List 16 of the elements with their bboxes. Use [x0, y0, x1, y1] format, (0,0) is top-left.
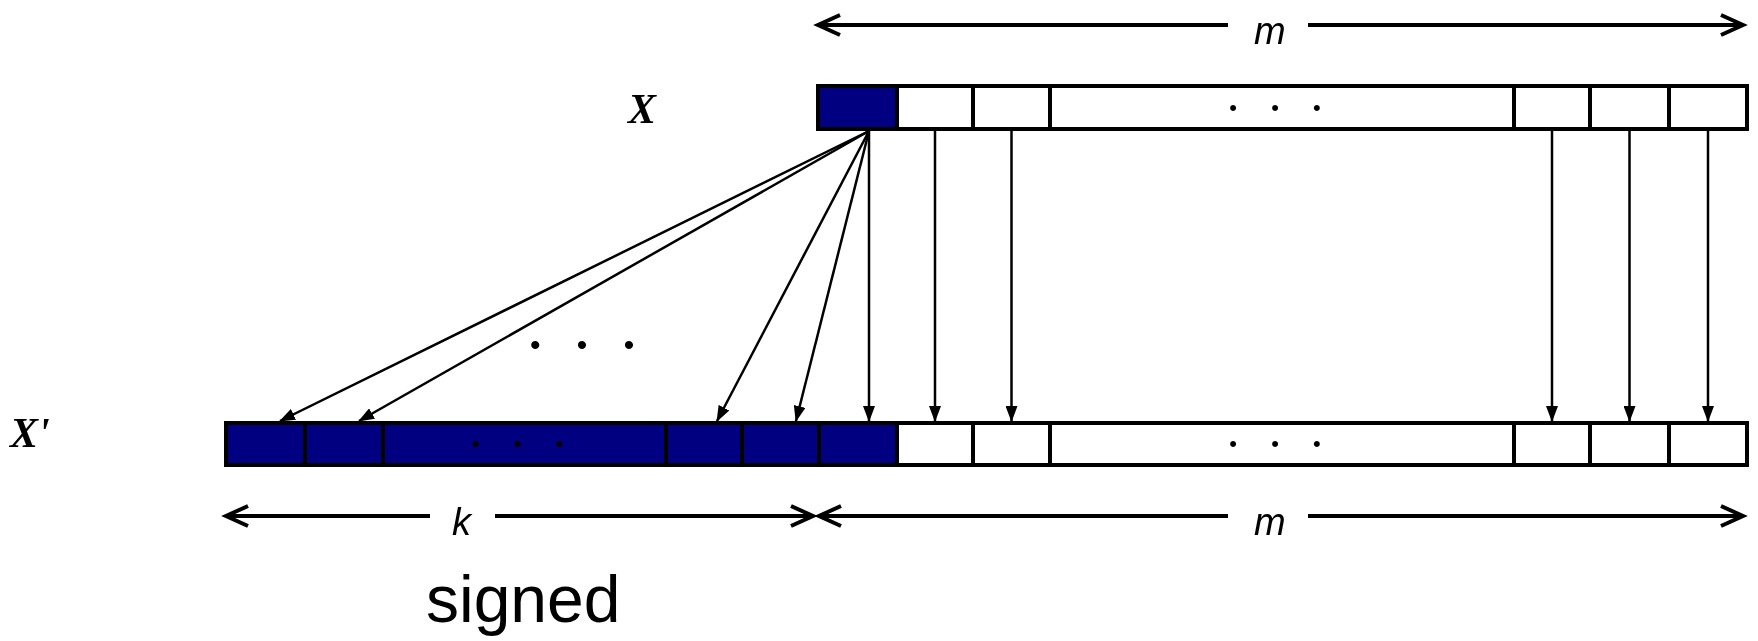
dimension-label: m — [1254, 12, 1286, 50]
dimension-label: k — [452, 503, 471, 541]
arrow — [1702, 131, 1714, 422]
ellipsis-dots: • • • — [1229, 94, 1335, 121]
dimension-label: m — [1254, 503, 1286, 541]
arrow — [715, 130, 871, 422]
arrow — [1546, 131, 1558, 422]
array-name: X' — [10, 412, 50, 454]
ellipsis-dots: • • • — [1229, 431, 1335, 457]
array-name: X — [628, 88, 656, 130]
ellipsis-dots: • • • — [530, 330, 649, 360]
arrow — [1005, 131, 1018, 422]
ellipsis-dots: • • • — [471, 431, 578, 457]
arrow — [1623, 131, 1636, 422]
arrow — [863, 131, 875, 422]
arrow — [929, 131, 941, 422]
